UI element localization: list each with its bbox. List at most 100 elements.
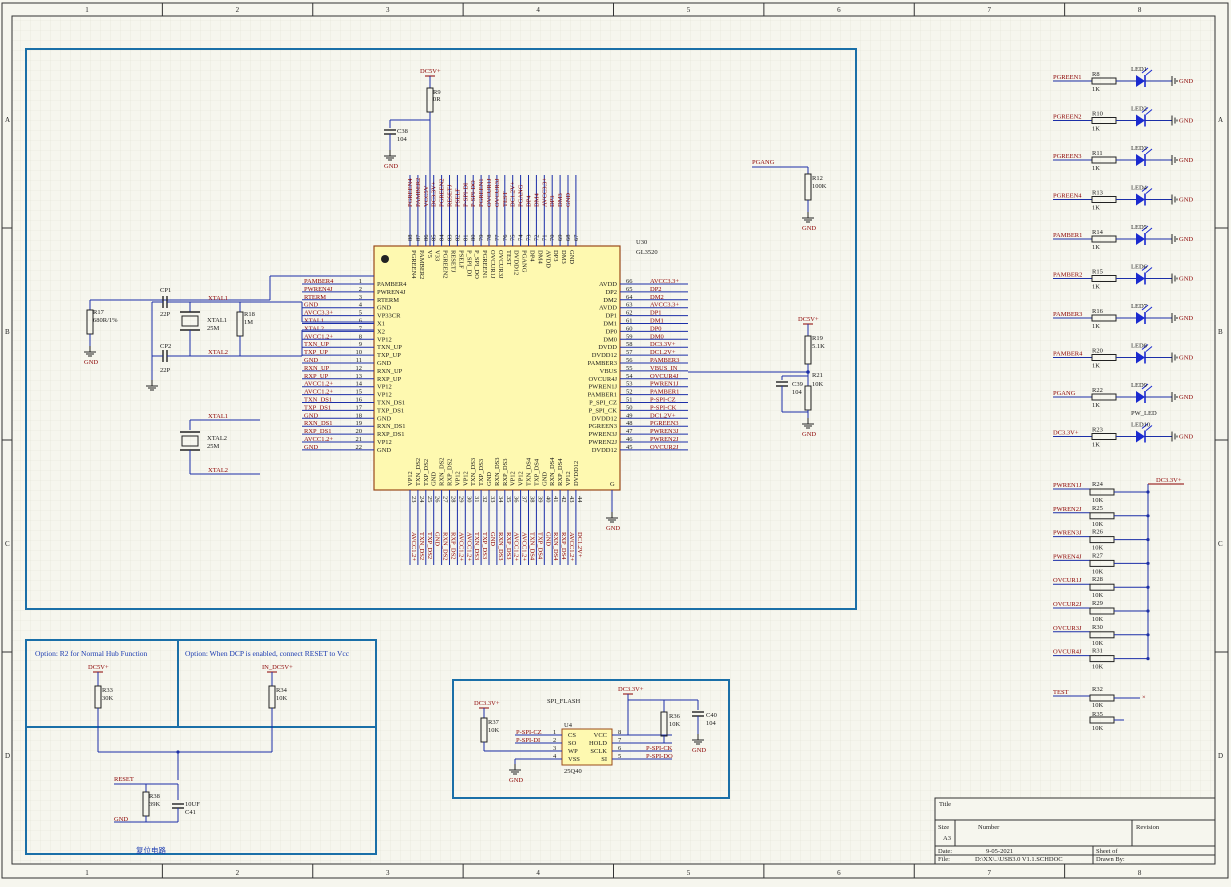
pullup-value: 10K — [1092, 545, 1104, 552]
led-ray — [1145, 69, 1153, 76]
tb-date-label: Date: — [938, 848, 952, 855]
pin-net: PGREEN1 — [478, 178, 485, 207]
junction — [806, 370, 810, 374]
zone-col-label: 7 — [987, 6, 991, 14]
pin-net: RXP_DS4 — [560, 532, 567, 560]
pin-number: 69 — [557, 235, 564, 242]
pin-number: 58 — [626, 341, 633, 348]
spi-pin-number: 4 — [553, 753, 557, 760]
r18-ref: R18 — [244, 311, 255, 318]
led-ray — [1145, 109, 1153, 115]
cp2-ref: CP2 — [160, 343, 171, 350]
pin-name: GND — [541, 472, 548, 486]
cp1-value: 22P — [160, 311, 171, 318]
pin-net: TXN_DS3 — [473, 532, 480, 560]
pin-number: 54 — [626, 373, 633, 380]
zone-row-label: C — [1218, 540, 1223, 548]
pin-net: PAMBER4 — [304, 278, 334, 285]
c39-ref: C39 — [792, 381, 803, 388]
led-diode-icon — [1136, 114, 1145, 127]
pullup-net: PWREN1J — [1053, 482, 1082, 489]
pin-net: DP2 — [650, 286, 662, 293]
r38-value: 39K — [149, 801, 161, 808]
r36-value: 10K — [669, 721, 681, 728]
pin-net: PWREN3J — [650, 428, 679, 435]
led-resistor-ref: R20 — [1092, 348, 1103, 355]
led-net: PGREEN2 — [1053, 114, 1082, 121]
gnd-label: GND — [1179, 315, 1193, 322]
pin-number: 12 — [356, 365, 363, 372]
pullup-net: OVCUR3J — [1053, 625, 1082, 632]
pin-name: TXP_UP — [377, 352, 401, 359]
pin-number: 51 — [626, 397, 633, 404]
pullup-value: 10K — [1092, 616, 1104, 623]
pin-name: RXN_DS1 — [377, 423, 406, 430]
pin-net: DC3.3V+ — [431, 181, 438, 207]
pin-name: RXN_DS4 — [549, 457, 556, 486]
led-resistor-ref: R23 — [1092, 427, 1103, 434]
led-ray — [1141, 67, 1149, 74]
pin-net: RXP_UP — [304, 373, 329, 380]
pin-net: GND — [434, 532, 441, 546]
spi-pin-name: SO — [568, 740, 577, 747]
spi-net: P-SPI-CZ — [516, 729, 542, 736]
test-net: TEST — [1053, 689, 1069, 696]
spi-pin-number: 2 — [553, 737, 556, 744]
pin-name: GND — [431, 472, 438, 486]
led-diode-icon — [1136, 75, 1145, 87]
gnd-label: GND — [384, 163, 398, 170]
pin-name: RXN_DS2 — [439, 457, 446, 486]
title-block-frame — [934, 797, 1216, 865]
pin-number: 17 — [356, 404, 363, 411]
led-ray — [1145, 306, 1153, 313]
junction — [1146, 609, 1150, 613]
pin-number: 72 — [533, 235, 540, 242]
tb-revision-label: Revision — [1136, 824, 1160, 831]
led-ref: LED3 — [1131, 145, 1147, 152]
pin-net: P-SPI-DI — [462, 183, 469, 207]
led-diode-icon — [1136, 154, 1145, 166]
led-resistor-value: 1K — [1092, 205, 1100, 212]
junction — [176, 750, 180, 754]
pin-net: AVCC3.3+ — [650, 278, 679, 285]
pin-net: DM2 — [650, 294, 664, 301]
pin-name: RXP_DS2 — [447, 459, 454, 486]
led-net: PGREEN3 — [1053, 153, 1082, 160]
c38-value: 104 — [397, 136, 408, 143]
tb-size-value: A3 — [943, 835, 951, 842]
pin-number: 1 — [359, 278, 362, 285]
led-ref: LED9 — [1131, 382, 1147, 389]
led-ray — [1145, 227, 1153, 234]
pin-number: 52 — [626, 389, 633, 396]
u30-ref: U30 — [636, 239, 647, 246]
pin-net: TEST — [502, 191, 509, 207]
pin-name: GND — [377, 305, 391, 312]
c40-ref: C40 — [706, 712, 717, 719]
pin-number: 48 — [626, 420, 633, 427]
pin-number: 34 — [497, 496, 504, 503]
xtal2-net: XTAL2 — [208, 467, 228, 474]
led-resistor-value: 1K — [1092, 363, 1100, 370]
pin-number: 30 — [465, 496, 472, 503]
led-ref: LED7 — [1131, 303, 1148, 310]
r32-ref: R32 — [1092, 686, 1103, 693]
pin-number: 71 — [541, 235, 548, 242]
pin-net: TXP_UP — [304, 349, 328, 356]
led-resistor-value: 1K — [1092, 165, 1100, 172]
led-net: PAMBER4 — [1053, 351, 1083, 358]
pin-name: RXP_DS1 — [377, 431, 404, 438]
pin-number: 10 — [356, 349, 363, 356]
pin-name: TXP_DS1 — [377, 407, 404, 414]
tb-size-label: Size — [938, 824, 949, 831]
gnd-label: GND — [509, 777, 523, 784]
pin-name: RXN_UP — [377, 368, 403, 375]
led-resistor-ref: R8 — [1092, 71, 1100, 78]
pin-number: 86 — [423, 234, 430, 241]
pin-number: 13 — [356, 373, 363, 380]
pin-net: RTERM — [304, 294, 326, 301]
